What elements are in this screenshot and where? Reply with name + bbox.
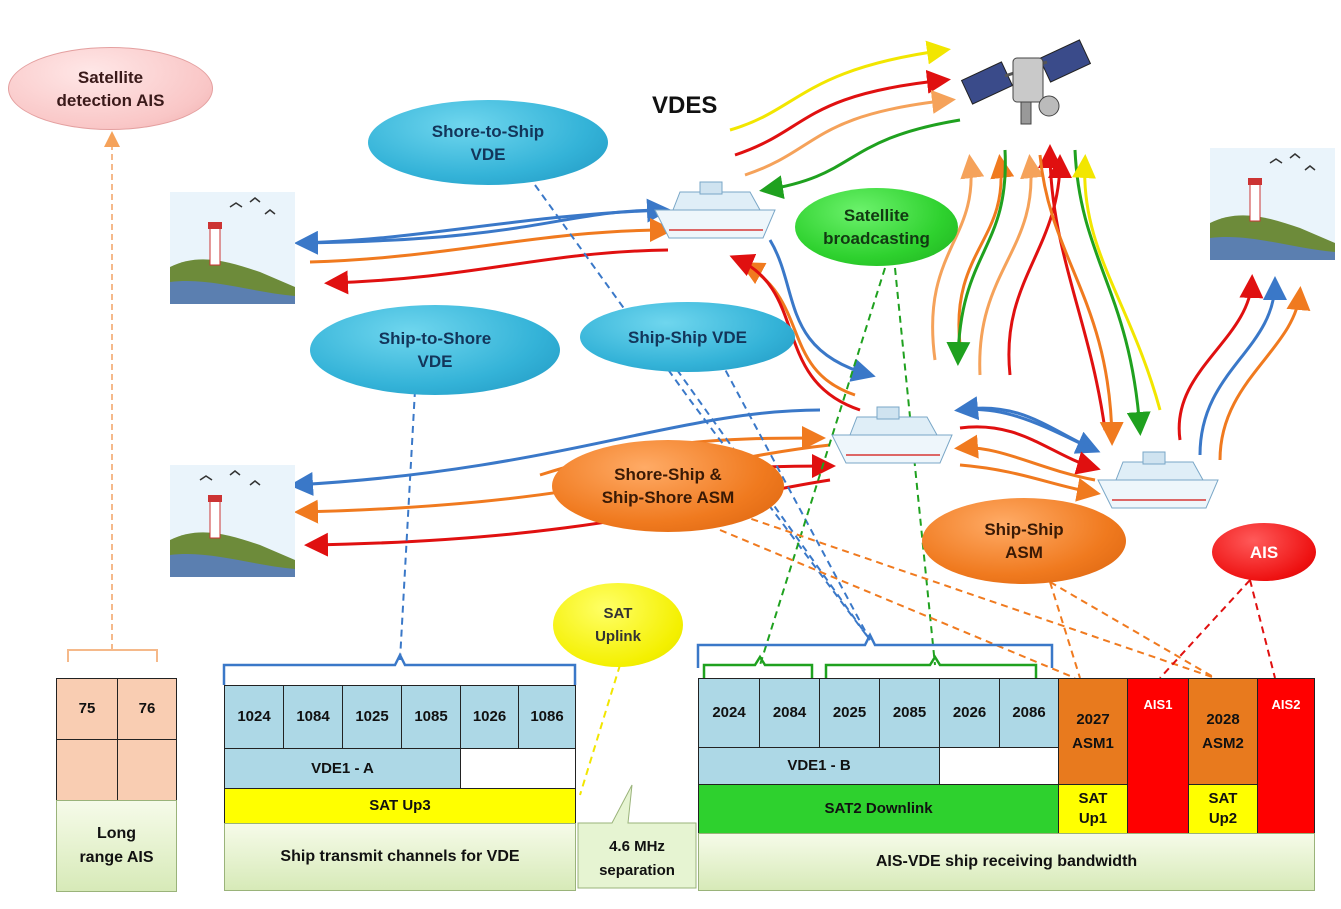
channel-2028-asm2: 2028 ASM2 bbox=[1188, 678, 1258, 785]
channel-2085: 2085 bbox=[879, 678, 940, 748]
vde1-a-label: VDE1 - A bbox=[224, 748, 461, 789]
channel-1085: 1085 bbox=[401, 685, 461, 749]
ais1-channel: AIS1 bbox=[1127, 678, 1189, 834]
channel-2086: 2086 bbox=[999, 678, 1059, 748]
channel-2084: 2084 bbox=[759, 678, 820, 748]
channel-1084: 1084 bbox=[283, 685, 343, 749]
channel-brackets bbox=[222, 632, 1054, 685]
channel-2025: 2025 bbox=[819, 678, 880, 748]
ais2-channel: AIS2 bbox=[1257, 678, 1315, 834]
ship-ship-arrows bbox=[954, 396, 1101, 502]
sat-up1-label: SAT Up1 bbox=[1058, 784, 1128, 834]
vde1-a-empty bbox=[460, 748, 576, 789]
vde1-b-empty bbox=[939, 747, 1059, 785]
ship-transmit-footer: Ship transmit channels for VDE bbox=[224, 823, 576, 891]
ship-ship-vde-ellipse: Ship-Ship VDE bbox=[580, 302, 795, 372]
diagram-title: VDES bbox=[652, 92, 718, 119]
channel-1024: 1024 bbox=[224, 685, 284, 749]
right-shore-arrows bbox=[1177, 274, 1311, 461]
separation-label: 4.6 MHz separation bbox=[599, 838, 675, 879]
satellite-broadcasting-ellipse: Satellite broadcasting bbox=[795, 188, 958, 266]
satellite-down-arrows bbox=[931, 144, 1162, 446]
lighthouse-icon bbox=[170, 465, 295, 577]
lighthouse-icon bbox=[170, 192, 295, 304]
ship-icon bbox=[1097, 451, 1219, 509]
ais-ellipse: AIS bbox=[1212, 523, 1316, 581]
channel-2027-asm1: 2027 ASM1 bbox=[1058, 678, 1128, 785]
lighthouse-icon bbox=[1210, 148, 1335, 260]
shore-ship-asm-ellipse: Shore-Ship & Ship-Shore ASM bbox=[552, 440, 784, 532]
channel-empty bbox=[56, 739, 118, 801]
ship-to-shore-vde-ellipse: Ship-to-Shore VDE bbox=[310, 305, 560, 395]
channel-75: 75 bbox=[56, 678, 118, 740]
satellite-icon bbox=[960, 39, 1092, 125]
satellite-top-arrows bbox=[729, 40, 961, 200]
ship-receive-footer: AIS-VDE ship receiving bandwidth bbox=[698, 833, 1315, 891]
channel-empty bbox=[117, 739, 177, 801]
sat2-downlink-label: SAT2 Downlink bbox=[698, 784, 1059, 834]
sat-up3-label: SAT Up3 bbox=[224, 788, 576, 824]
ship-icon bbox=[654, 181, 776, 239]
channel-1025: 1025 bbox=[342, 685, 402, 749]
channel-1086: 1086 bbox=[518, 685, 576, 749]
sat-up2-label: SAT Up2 bbox=[1188, 784, 1258, 834]
sat-uplink-ellipse: SAT Uplink bbox=[553, 583, 683, 667]
channel-2024: 2024 bbox=[698, 678, 760, 748]
channel-76: 76 bbox=[117, 678, 177, 740]
shore-to-ship-vde-ellipse: Shore-to-Ship VDE bbox=[368, 100, 608, 185]
long-range-ais-label: Long range AIS bbox=[56, 800, 177, 892]
satellite-detection-ais-ellipse: Satellite detection AIS bbox=[8, 47, 213, 130]
channel-2026: 2026 bbox=[939, 678, 1000, 748]
upper-shore-ship-arrows bbox=[294, 198, 674, 295]
ship-ship-asm-ellipse: Ship-Ship ASM bbox=[922, 498, 1126, 584]
vde1-b-label: VDE1 - B bbox=[698, 747, 940, 785]
ship-icon bbox=[831, 406, 953, 464]
separation-callout-shape bbox=[577, 784, 697, 889]
channel-1026: 1026 bbox=[460, 685, 519, 749]
satellite-detection-arrow bbox=[67, 131, 158, 662]
